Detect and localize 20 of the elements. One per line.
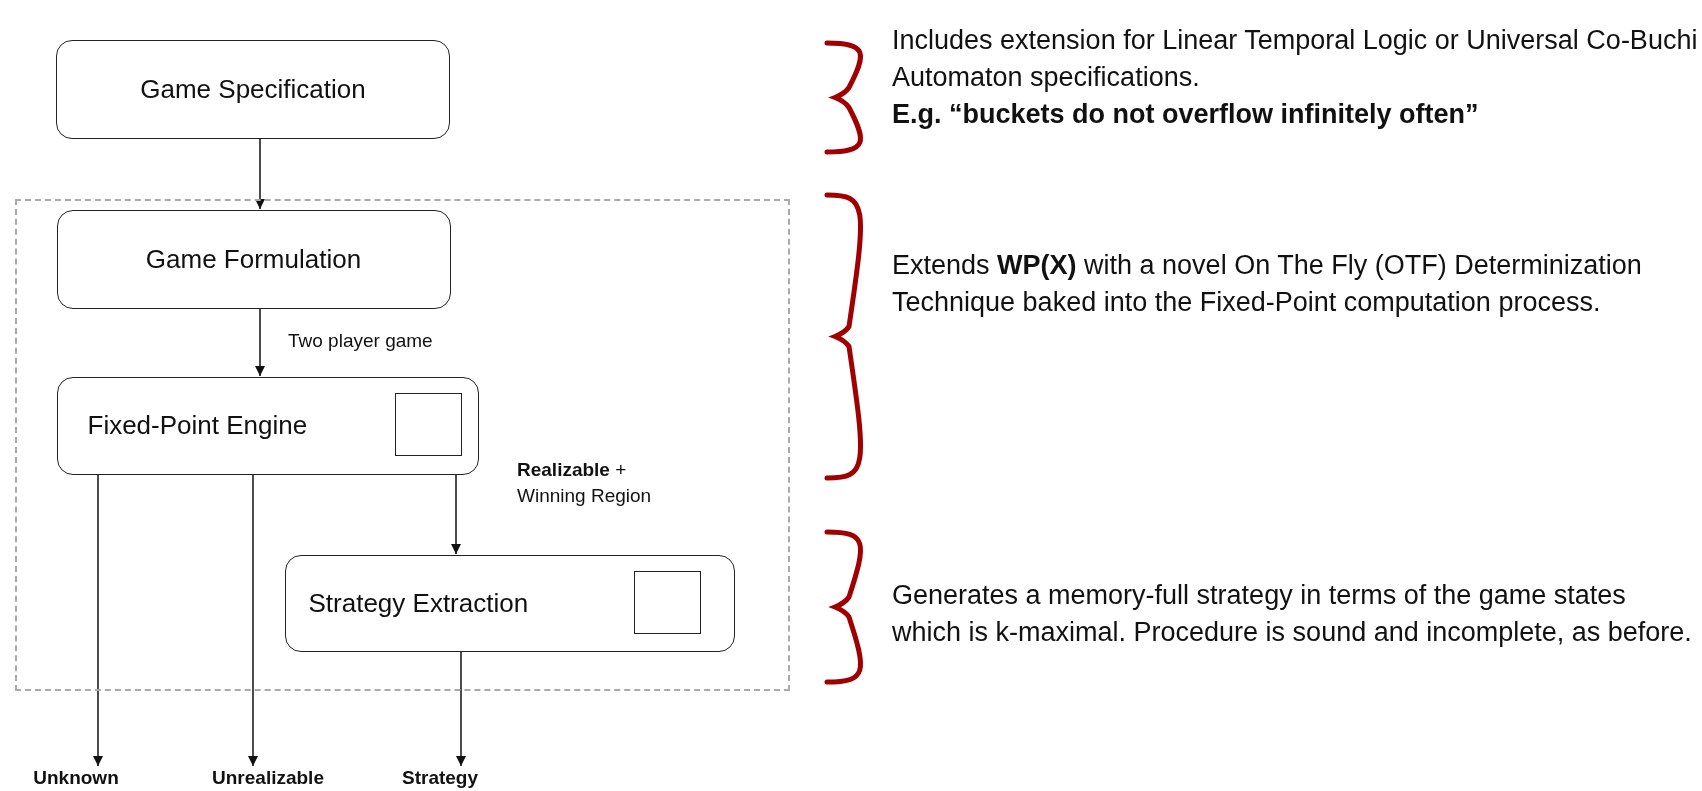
outcome-label: Unrealizable [198,766,338,790]
annotation-text: Extends WP(X) with a novel On The Fly (OTF) Determinization Technique baked into the Fixed-Point computation process. [892,249,1643,319]
annotation-text: Includes extension for Linear Temporal Logic or Universal Co-Buchi Automaton specifications. [892,24,1698,94]
process-box: Game Formulation [56,209,451,309]
dashed-region [15,199,790,691]
process-box: Fixed-Point Engine [56,376,479,475]
annotation-text: Generates a memory-full strategy in terms of the game states which is k-maximal. Procedure is sound and incomplete, as before. [892,579,1693,649]
arrow [456,650,466,767]
arrow [248,473,258,767]
outcome-label: Unknown [26,766,126,790]
arrow [255,138,265,210]
annotation-text: E.g. “buckets do not overflow infinitely often” [892,98,1480,131]
process-box: Strategy Extraction [284,554,735,652]
process-box: Game Specification [56,40,450,139]
arrow [93,473,103,767]
outcome-label: Strategy [390,766,490,790]
square-box [395,393,462,456]
square-box [634,571,701,634]
arrow [451,473,461,555]
arrow [255,307,265,377]
